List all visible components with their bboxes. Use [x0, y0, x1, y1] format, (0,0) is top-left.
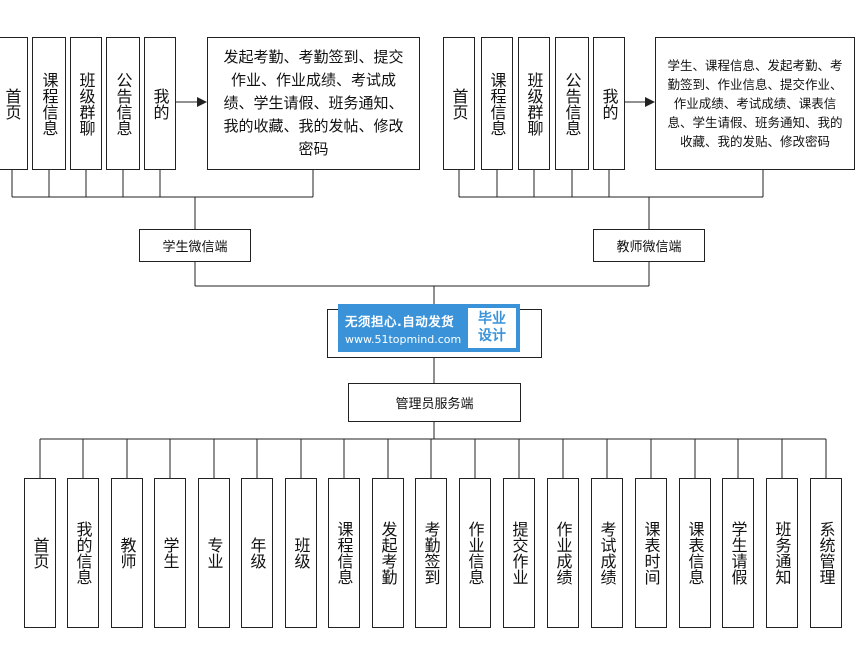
admin-module-major: 专业 [198, 478, 230, 628]
teacher-wechat-node: 教师微信端 [593, 229, 705, 262]
admin-module-start-attendance: 发起考勤 [372, 478, 404, 628]
admin-module-grade: 年级 [241, 478, 273, 628]
student-wechat-node: 学生微信端 [139, 229, 251, 262]
student-tab-class-chat: 班级群聊 [70, 37, 102, 170]
teacher-tab-announcement: 公告信息 [555, 37, 589, 170]
admin-module-system-management: 系统管理 [810, 478, 842, 628]
watermark-badge-line2: 设计 [478, 328, 506, 344]
watermark-badge: 毕业 设计 [468, 308, 516, 348]
arrow-head [645, 97, 655, 107]
admin-module-homework-score: 作业成绩 [547, 478, 579, 628]
watermark-url: www.51topmind.com [345, 332, 462, 346]
teacher-tab-class-chat: 班级群聊 [518, 37, 550, 170]
teacher-tab-course-info: 课程信息 [481, 37, 513, 170]
teacher-features: 学生、课程信息、发起考勤、考勤签到、作业信息、提交作业、作业成绩、考试成绩、课表… [655, 37, 855, 170]
student-tab-course-info: 课程信息 [32, 37, 66, 170]
admin-module-submit-homework: 提交作业 [503, 478, 535, 628]
student-tab-mine: 我的 [144, 37, 176, 170]
admin-module-course-info: 课程信息 [328, 478, 360, 628]
student-tab-home: 首页 [0, 37, 28, 170]
student-tab-announcement: 公告信息 [106, 37, 140, 170]
teacher-tab-home: 首页 [443, 37, 475, 170]
admin-module-class-notice: 班务通知 [766, 478, 798, 628]
watermark-logo: 无须担心.自动发货 www.51topmind.com 毕业 设计 [338, 304, 520, 352]
admin-module-timetable-time: 课表时间 [635, 478, 667, 628]
admin-module-attendance-signin: 考勤签到 [415, 478, 447, 628]
admin-module-exam-score: 考试成绩 [591, 478, 623, 628]
watermark-slogan: 无须担心.自动发货 [345, 313, 455, 329]
admin-module-teacher: 教师 [111, 478, 143, 628]
admin-module-home: 首页 [24, 478, 56, 628]
admin-module-timetable-info: 课表信息 [679, 478, 711, 628]
admin-module-student-leave: 学生请假 [722, 478, 754, 628]
teacher-tab-mine: 我的 [593, 37, 625, 170]
admin-server-node: 管理员服务端 [348, 383, 521, 422]
watermark-badge-line1: 毕业 [478, 311, 506, 327]
admin-module-homework-info: 作业信息 [459, 478, 491, 628]
admin-module-student: 学生 [154, 478, 186, 628]
admin-module-class: 班级 [285, 478, 317, 628]
arrow-head [197, 97, 207, 107]
student-features: 发起考勤、考勤签到、提交作业、作业成绩、考试成绩、学生请假、班务通知、我的收藏、… [207, 37, 420, 170]
admin-module-my-info: 我的信息 [67, 478, 99, 628]
